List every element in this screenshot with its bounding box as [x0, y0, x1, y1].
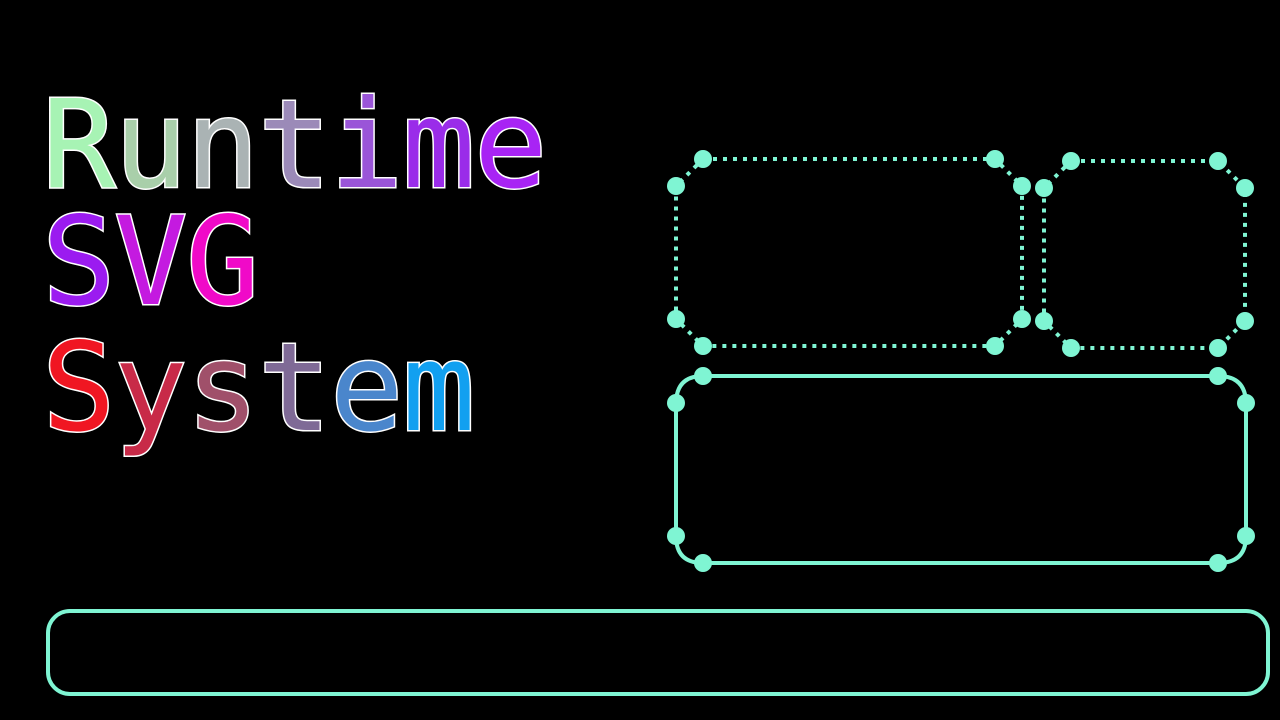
title-line-1-letter-5: i [330, 74, 403, 216]
frame-top-left-handle-2[interactable] [986, 150, 1004, 168]
frame-top-left-handles[interactable] [667, 150, 1031, 355]
frame-middle-handle-2[interactable] [1209, 367, 1227, 385]
frame-middle-handle-6[interactable] [694, 554, 712, 572]
title-line-3-letter-3: s [186, 317, 259, 459]
frame-top-right-handle-7[interactable] [1035, 312, 1053, 330]
title-line-1-letter-2: u [114, 74, 187, 216]
frame-top-right-handle-8[interactable] [1035, 179, 1053, 197]
frame-top-right-handle-1[interactable] [1062, 152, 1080, 170]
frame-middle-handle-4[interactable] [1237, 527, 1255, 545]
frame-top-right-handles[interactable] [1035, 152, 1254, 357]
frame-middle[interactable] [667, 367, 1255, 572]
frame-top-right-handle-2[interactable] [1209, 152, 1227, 170]
frame-top-right-handle-6[interactable] [1062, 339, 1080, 357]
frame-top-left[interactable] [667, 150, 1031, 355]
frame-middle-handle-1[interactable] [694, 367, 712, 385]
frame-middle-handle-7[interactable] [667, 527, 685, 545]
title-line-1-letter-7: e [474, 74, 547, 216]
frame-middle-handle-8[interactable] [667, 394, 685, 412]
frame-bottom-bar[interactable] [46, 609, 1270, 696]
title-line-3-letter-6: m [402, 317, 475, 459]
title-line-3-letter-4: t [258, 317, 331, 459]
frame-top-left-handle-3[interactable] [1013, 177, 1031, 195]
frame-middle-handles[interactable] [667, 367, 1255, 572]
frame-top-left-handle-8[interactable] [667, 177, 685, 195]
title-line-1-letter-6: m [402, 74, 475, 216]
title-line-1-letter-3: n [186, 74, 259, 216]
frame-top-left-handle-7[interactable] [667, 310, 685, 328]
title-line-2: SVG [42, 191, 259, 333]
frame-top-left-handle-6[interactable] [694, 337, 712, 355]
frame-middle-handle-5[interactable] [1209, 554, 1227, 572]
title-line-3-letter-2: y [114, 317, 187, 459]
title-line-3-letter-5: e [330, 317, 403, 459]
title-line-2-letter-2: V [114, 191, 187, 333]
frame-middle-handle-3[interactable] [1237, 394, 1255, 412]
frame-top-left-handle-5[interactable] [986, 337, 1004, 355]
frame-top-right-handle-3[interactable] [1236, 179, 1254, 197]
title-line-1-letter-1: R [42, 74, 116, 216]
title-line-3: System [42, 317, 475, 459]
frame-top-right[interactable] [1035, 152, 1254, 357]
frame-top-left-handle-4[interactable] [1013, 310, 1031, 328]
frame-top-right-outline [1042, 159, 1247, 350]
title-line-2-letter-3: G [186, 191, 259, 333]
frame-top-right-handle-4[interactable] [1236, 312, 1254, 330]
title-line-1-letter-4: t [258, 74, 331, 216]
frame-top-right-handle-5[interactable] [1209, 339, 1227, 357]
title-line-2-letter-1: S [42, 191, 115, 333]
title-line-1: Runtime [42, 74, 547, 216]
title-line-3-letter-1: S [42, 317, 115, 459]
frame-top-left-handle-1[interactable] [694, 150, 712, 168]
